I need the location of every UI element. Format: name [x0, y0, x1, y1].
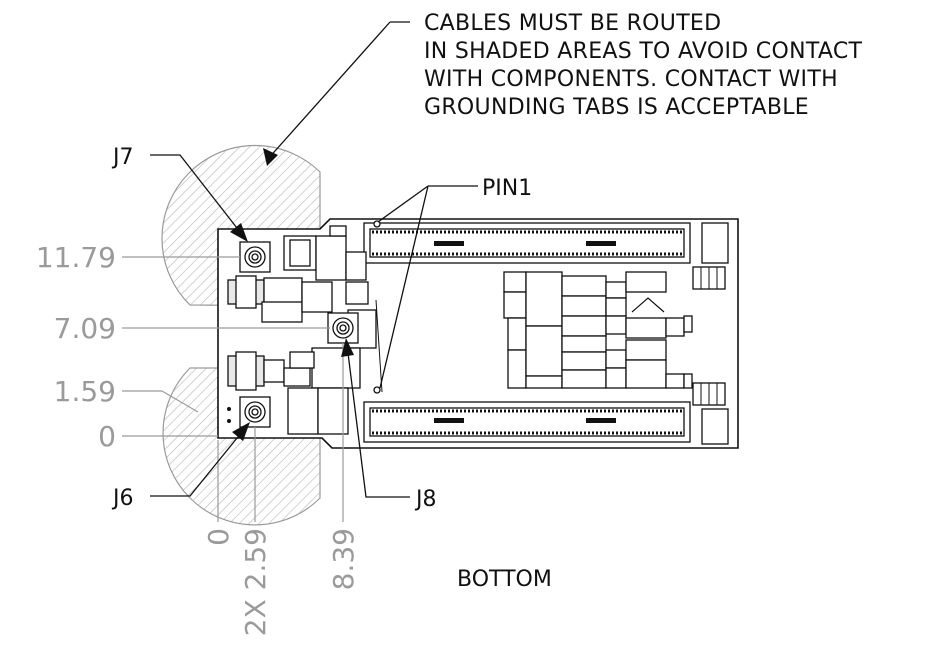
connector-j7[interactable]: [239, 241, 271, 273]
dim-value-2x-2-59: 2X 2.59: [239, 528, 272, 636]
dim-value-11-79: 11.79: [36, 241, 116, 274]
bottom-connector: [363, 386, 691, 443]
label-j8: J8: [414, 487, 437, 512]
dim-value-0-horizontal: 0: [202, 528, 235, 546]
label-pin1: PIN1: [482, 176, 532, 201]
dim-value-1-59: 1.59: [54, 375, 116, 408]
connector-j6[interactable]: [239, 396, 271, 428]
label-j7: J7: [111, 145, 134, 170]
connector-j8[interactable]: [327, 312, 359, 344]
dim-value-0-vertical: 0: [98, 420, 116, 453]
leader-lines: [150, 21, 478, 498]
routing-note-line-4: GROUNDING TABS IS ACCEPTABLE: [424, 95, 809, 120]
routing-note-line-1: CABLES MUST BE ROUTED: [424, 11, 721, 36]
routing-note-line-3: WITH COMPONENTS. CONTACT WITH: [424, 67, 838, 92]
dim-value-8-39: 8.39: [327, 528, 360, 590]
dimension-lines: [122, 256, 344, 522]
label-j6: J6: [111, 486, 134, 511]
dim-value-7-09: 7.09: [54, 312, 116, 345]
right-side-parts: [692, 222, 729, 445]
routing-note-line-2: IN SHADED AREAS TO AVOID CONTACT: [424, 39, 862, 64]
top-connector: [363, 220, 691, 264]
component-cluster: [503, 271, 693, 389]
view-label-bottom: BOTTOM: [457, 567, 552, 592]
